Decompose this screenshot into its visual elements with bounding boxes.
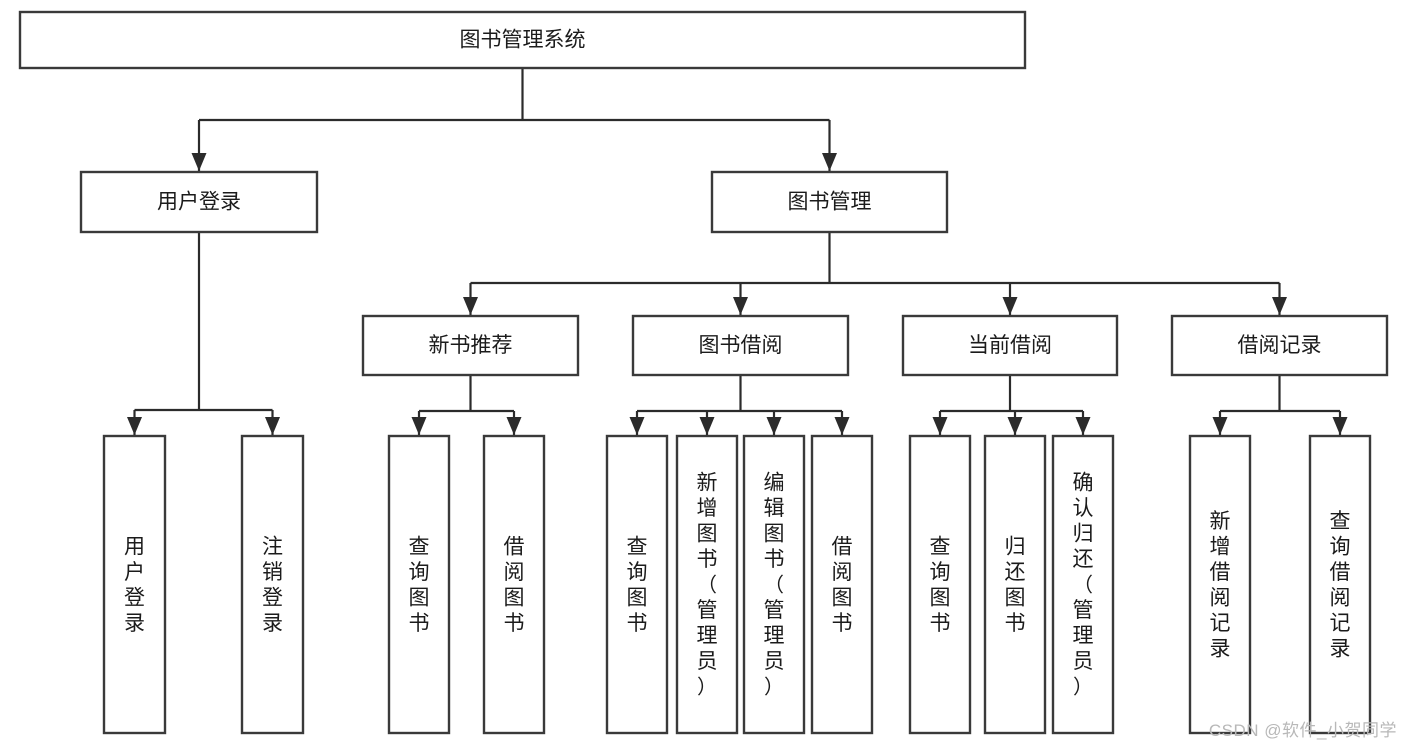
node-box[interactable] bbox=[908, 434, 972, 735]
node-leaf-query-book-1[interactable]: 查询图书 bbox=[387, 434, 451, 735]
node-leaf-borrow-book-1[interactable]: 借阅图书 bbox=[482, 434, 546, 735]
node-current-borrow[interactable]: 当前借阅 bbox=[901, 314, 1119, 377]
node-leaf-query-book-3[interactable]: 查询图书 bbox=[908, 434, 972, 735]
arrow-head bbox=[127, 417, 142, 435]
node-label: 编辑图书（管理员） bbox=[764, 472, 785, 699]
node-box[interactable] bbox=[1308, 434, 1372, 735]
node-box[interactable] bbox=[1170, 314, 1389, 377]
node-box[interactable] bbox=[482, 434, 546, 735]
node-borrow-record[interactable]: 借阅记录 bbox=[1170, 314, 1389, 377]
arrow-head bbox=[265, 417, 280, 435]
node-user-login[interactable]: 用户登录 bbox=[79, 170, 319, 234]
arrow-head bbox=[1075, 417, 1091, 435]
node-label: 查询图书 bbox=[930, 535, 951, 635]
arrow-head bbox=[822, 153, 837, 171]
node-root[interactable]: 图书管理系统 bbox=[18, 10, 1027, 70]
node-label: 用户登录 bbox=[157, 191, 241, 214]
node-label: 注销登录 bbox=[262, 535, 283, 635]
arrow-head bbox=[699, 417, 715, 435]
node-box[interactable] bbox=[361, 314, 580, 377]
node-new-book-recommend[interactable]: 新书推荐 bbox=[361, 314, 580, 377]
node-box[interactable] bbox=[631, 314, 850, 377]
node-label: 借阅图书 bbox=[504, 535, 525, 635]
node-label: 借阅图书 bbox=[832, 535, 853, 635]
node-label: 借阅记录 bbox=[1238, 334, 1322, 357]
arrow-head bbox=[506, 417, 522, 435]
node-label: 新增图书（管理员） bbox=[697, 472, 718, 699]
node-box[interactable] bbox=[901, 314, 1119, 377]
node-box[interactable] bbox=[18, 10, 1027, 70]
node-leaf-add-book[interactable]: 新增图书（管理员） bbox=[675, 434, 739, 735]
arrow-head bbox=[1002, 297, 1018, 315]
node-label: 图书管理 bbox=[788, 191, 872, 214]
node-label: 新书推荐 bbox=[429, 334, 513, 357]
node-leaf-edit-book[interactable]: 编辑图书（管理员） bbox=[742, 434, 806, 735]
node-box[interactable] bbox=[983, 434, 1047, 735]
connector-layer bbox=[127, 68, 1348, 435]
node-label: 查询图书 bbox=[409, 535, 430, 635]
node-label: 图书借阅 bbox=[699, 334, 783, 357]
node-label: 归还图书 bbox=[1005, 535, 1026, 635]
node-box[interactable] bbox=[675, 434, 739, 735]
node-leaf-add-borrow-record[interactable]: 新增借阅记录 bbox=[1188, 434, 1252, 735]
arrow-head bbox=[1212, 417, 1228, 435]
node-label: 查询图书 bbox=[627, 535, 648, 635]
node-label: 查询借阅记录 bbox=[1330, 510, 1351, 661]
node-leaf-logout[interactable]: 注销登录 bbox=[240, 434, 305, 735]
node-box[interactable] bbox=[810, 434, 874, 735]
node-leaf-borrow-book-2[interactable]: 借阅图书 bbox=[810, 434, 874, 735]
node-box[interactable] bbox=[79, 170, 319, 234]
node-box[interactable] bbox=[1051, 434, 1115, 735]
node-box[interactable] bbox=[387, 434, 451, 735]
node-label: 新增借阅记录 bbox=[1210, 510, 1231, 661]
node-label: 当前借阅 bbox=[968, 334, 1052, 357]
node-leaf-query-book-2[interactable]: 查询图书 bbox=[605, 434, 669, 735]
node-leaf-query-borrow-record[interactable]: 查询借阅记录 bbox=[1308, 434, 1372, 735]
arrow-head bbox=[932, 417, 948, 435]
arrow-head bbox=[463, 297, 478, 315]
arrow-head bbox=[733, 297, 748, 315]
arrow-head bbox=[1272, 297, 1287, 315]
node-box[interactable] bbox=[240, 434, 305, 735]
node-book-management[interactable]: 图书管理 bbox=[710, 170, 949, 234]
node-box[interactable] bbox=[605, 434, 669, 735]
node-layer: 图书管理系统用户登录图书管理新书推荐图书借阅当前借阅借阅记录用户登录注销登录查询… bbox=[18, 10, 1389, 735]
arrow-head bbox=[1332, 417, 1348, 435]
arrow-head bbox=[629, 417, 645, 435]
node-leaf-confirm-return[interactable]: 确认归还（管理员） bbox=[1051, 434, 1115, 735]
node-book-borrow[interactable]: 图书借阅 bbox=[631, 314, 850, 377]
arrow-head bbox=[766, 417, 782, 435]
node-label: 图书管理系统 bbox=[460, 29, 586, 52]
arrow-head bbox=[191, 153, 207, 171]
node-label: 确认归还（管理员） bbox=[1073, 472, 1094, 699]
arrow-head bbox=[1007, 417, 1023, 435]
node-leaf-user-login[interactable]: 用户登录 bbox=[102, 434, 167, 735]
arrow-head bbox=[411, 417, 427, 435]
node-leaf-return-book[interactable]: 归还图书 bbox=[983, 434, 1047, 735]
arrow-head bbox=[834, 417, 850, 435]
node-box[interactable] bbox=[710, 170, 949, 234]
node-box[interactable] bbox=[742, 434, 806, 735]
node-label: 用户登录 bbox=[124, 535, 145, 635]
node-box[interactable] bbox=[102, 434, 167, 735]
node-box[interactable] bbox=[1188, 434, 1252, 735]
